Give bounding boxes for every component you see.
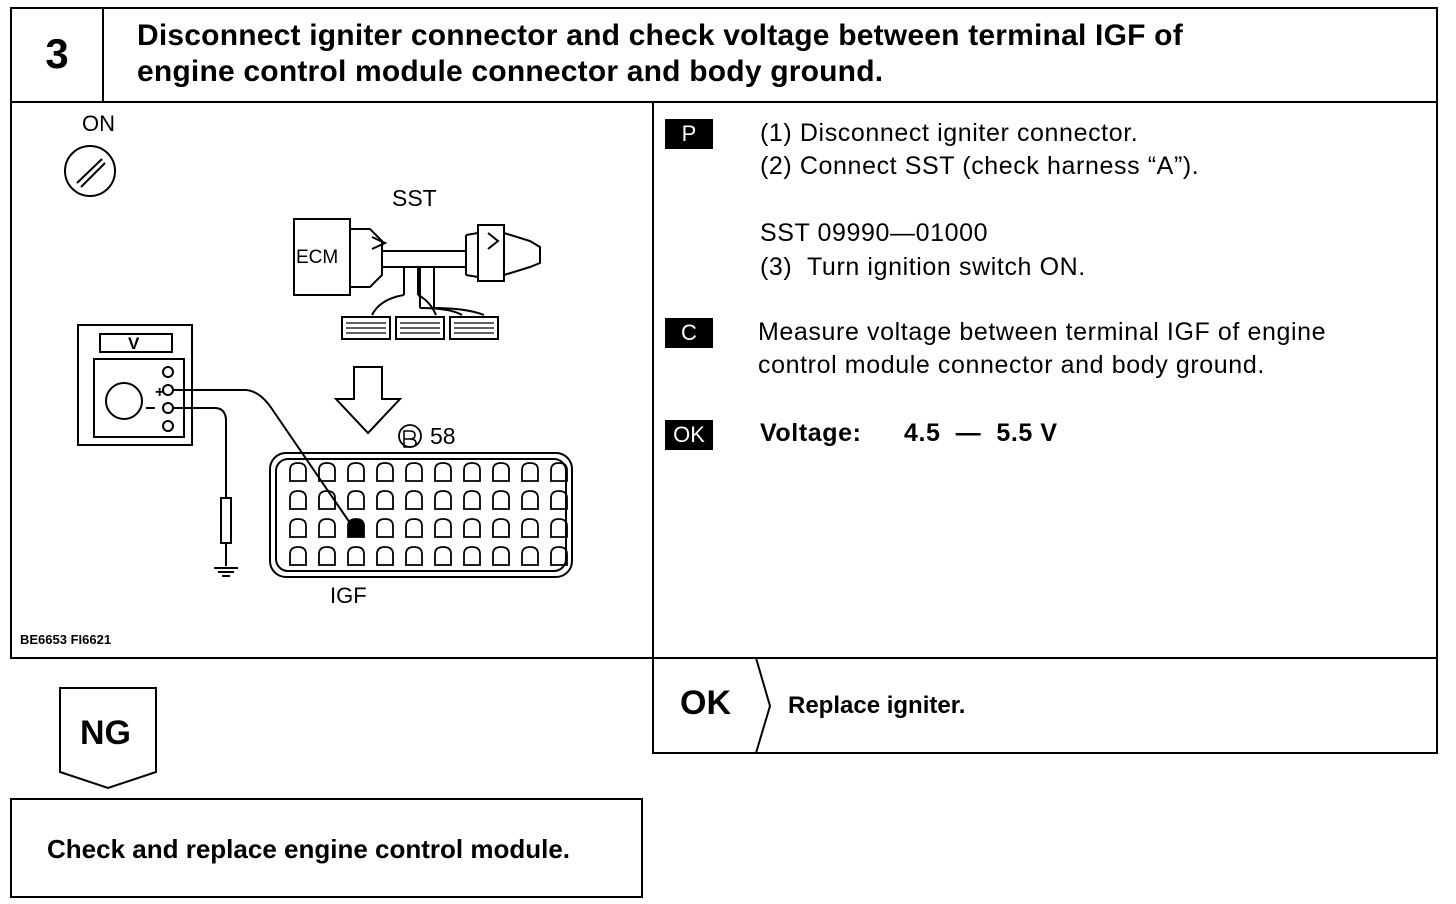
voltage-label: Voltage: [760,419,862,447]
ok-arrow-divider [755,658,772,753]
connector-terminal [376,518,394,538]
ng-result-box [10,798,643,898]
connector-terminal [463,462,481,482]
connector-terminal [434,462,452,482]
connector-terminal [376,462,394,482]
connector-terminal [405,546,423,566]
down-arrow-icon [333,366,403,435]
connector-terminal [347,546,365,566]
connector-terminal [492,490,510,510]
connector-b-badge [403,430,417,448]
connector-terminal [347,462,365,482]
connector-terminal [521,546,539,566]
connector-terminal [289,462,307,482]
connector-terminal [521,518,539,538]
connector-terminal [521,462,539,482]
figure-id: BE6653 FI6621 [20,632,112,647]
connector-terminal [521,490,539,510]
check-line-2: control module connector and body ground… [758,351,1265,379]
step-number: 3 [45,30,69,77]
connector-terminal [289,518,307,538]
voltage-value: 4.5 — 5.5 V [904,419,1058,447]
prepare-step-1: (1) Disconnect igniter connector. [760,119,1139,147]
negative-lead [173,407,227,498]
connector-id: 58 [430,423,456,449]
connector-terminal [318,490,336,510]
connector-terminal [492,518,510,538]
ignition-key-icon [64,145,116,197]
ng-action: Check and replace engine control module. [47,834,571,864]
sst-label: SST [392,185,437,211]
sst-harness [293,218,541,340]
check-line-1: Measure voltage between terminal IGF of … [758,318,1327,346]
connector-terminal [550,546,568,566]
ok-action: Replace igniter. [788,692,966,719]
ok-spec-tag: OK [665,420,713,450]
step-title-line-2: engine control module connector and body… [137,55,884,88]
connector-terminal [405,490,423,510]
connector-terminal [550,490,568,510]
positive-lead [173,389,351,524]
plus-symbol: + [155,384,164,401]
connector-terminal [318,546,336,566]
connector-terminal [434,546,452,566]
connector-terminal [289,490,307,510]
prepare-step-3: (3) Turn ignition switch ON. [760,253,1086,281]
minus-symbol: − [145,398,156,418]
ng-badge-shape [59,687,157,790]
connector-terminal [289,546,307,566]
connector-terminal [376,546,394,566]
connector-terminal [492,546,510,566]
wiring-illustration: ON SST ECM V + − 58 IGF [64,111,573,608]
connector-terminal [318,462,336,482]
igf-label: IGF [330,583,367,608]
ng-badge: NG [80,714,131,752]
prepare-step-2: (2) Connect SST (check harness “A”). [760,152,1200,180]
connector-terminal [463,490,481,510]
connector-terminal [376,490,394,510]
ecm-label: ECM [296,247,338,268]
connector-terminal [463,546,481,566]
connector-terminal [318,518,336,538]
connector-terminal [463,518,481,538]
ignition-label: ON [82,111,115,136]
step-title-line-1: Disconnect igniter connector and check v… [137,19,1183,52]
connector-terminal [347,518,365,538]
meter-label: V [128,334,140,353]
prepare-tag: P [665,119,713,149]
connector-terminal [434,490,452,510]
ground-probe [214,497,238,577]
connector-terminal [434,518,452,538]
connector-terminal [405,518,423,538]
connector-terminals [289,462,568,566]
connector-terminal [550,518,568,538]
ecm-connector [269,452,573,578]
ok-result-box [652,657,1438,754]
sst-number: SST 09990—01000 [760,219,989,247]
step-number-divider [102,7,104,103]
ok-badge: OK [680,684,731,722]
connector-terminal [492,462,510,482]
connector-terminal [550,462,568,482]
check-tag: C [665,318,713,348]
connector-terminal [347,490,365,510]
connector-terminal [405,462,423,482]
step-title: Disconnect igniter connector and check v… [137,18,1183,90]
